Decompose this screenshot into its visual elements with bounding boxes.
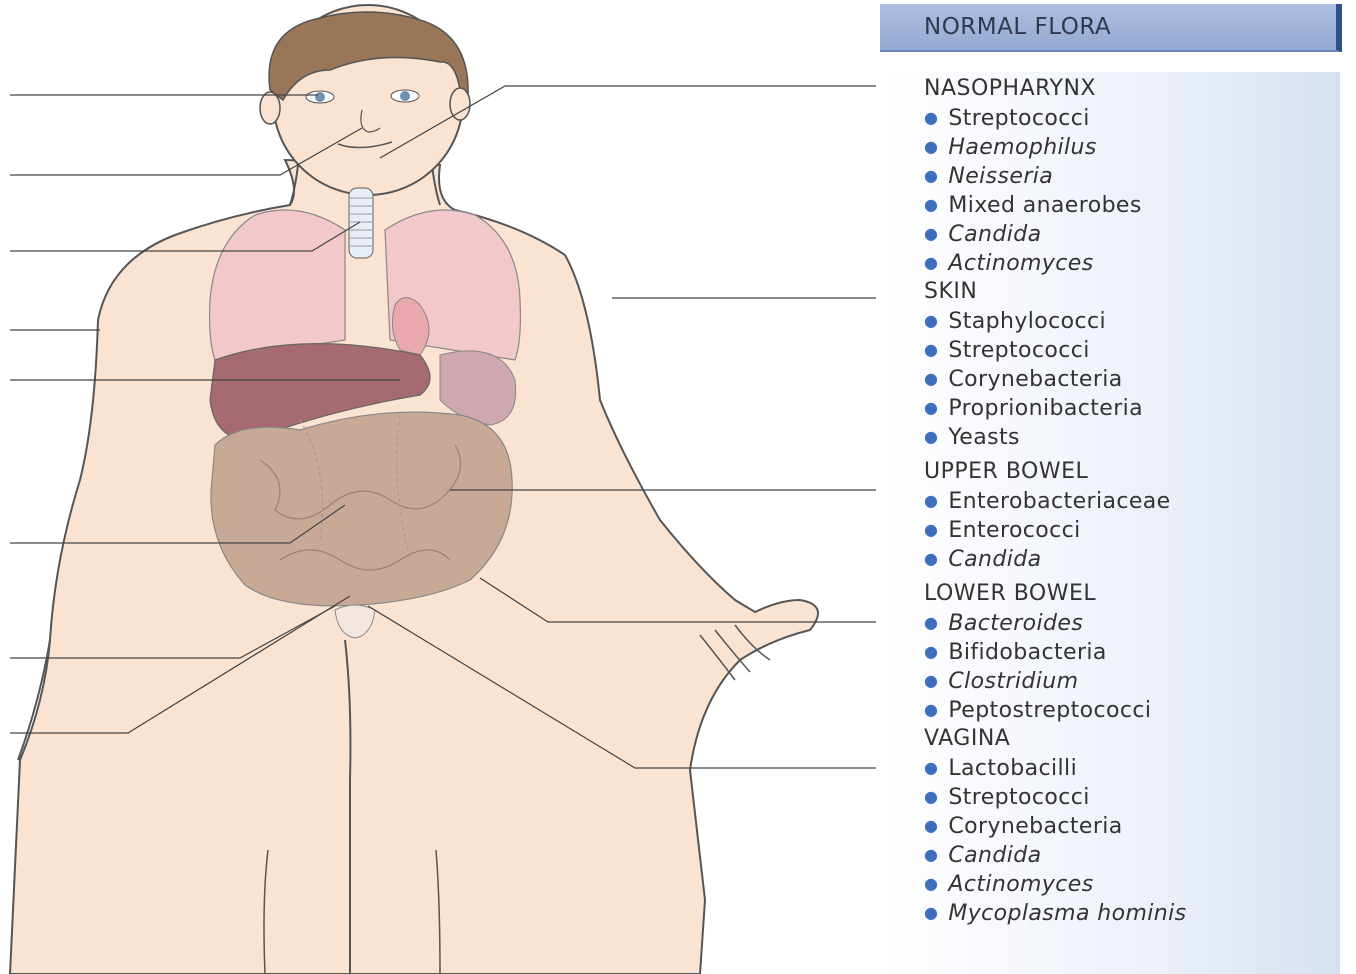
bullet-icon: ● (924, 549, 938, 568)
list-item: ●Actinomyces (924, 869, 1344, 898)
bullet-icon: ● (924, 398, 938, 417)
list-item: ●Enterococci (924, 515, 1344, 544)
list-item: ●Streptococci (924, 103, 1344, 132)
list-item: ●Mixed anaerobes (924, 190, 1344, 219)
flora-list: NASOPHARYNX ●Streptococci ●Haemophilus ●… (924, 74, 1344, 927)
bullet-icon: ● (924, 224, 938, 243)
list-item: ●Corynebacteria (924, 811, 1344, 840)
list-item: ●Streptococci (924, 782, 1344, 811)
bullet-icon: ● (924, 903, 938, 922)
list-item: ●Yeasts (924, 422, 1344, 451)
bullet-icon: ● (924, 253, 938, 272)
bullet-icon: ● (924, 874, 938, 893)
group-title-lower-bowel: LOWER BOWEL (924, 579, 1344, 608)
bullet-icon: ● (924, 700, 938, 719)
bullet-icon: ● (924, 787, 938, 806)
list-item: ●Candida (924, 544, 1344, 573)
bullet-icon: ● (924, 369, 938, 388)
list-item: ●Peptostreptococci (924, 695, 1344, 724)
list-item: ●Candida (924, 219, 1344, 248)
panel-header: NORMAL FLORA (880, 4, 1342, 52)
list-item: ●Bacteroides (924, 608, 1344, 637)
group-title-vagina: VAGINA (924, 724, 1344, 753)
list-item: ●Bifidobacteria (924, 637, 1344, 666)
list-item: ●Haemophilus (924, 132, 1344, 161)
bullet-icon: ● (924, 340, 938, 359)
list-item: ●Streptococci (924, 335, 1344, 364)
bullet-icon: ● (924, 195, 938, 214)
list-item: ●Candida (924, 840, 1344, 869)
panel-title: NORMAL FLORA (924, 14, 1111, 40)
bullet-icon: ● (924, 166, 938, 185)
list-item: ●Enterobacteriaceae (924, 486, 1344, 515)
list-item: ●Corynebacteria (924, 364, 1344, 393)
bullet-icon: ● (924, 671, 938, 690)
list-item: ●Proprionibacteria (924, 393, 1344, 422)
bullet-icon: ● (924, 520, 938, 539)
bullet-icon: ● (924, 491, 938, 510)
group-title-nasopharynx: NASOPHARYNX (924, 74, 1344, 103)
bullet-icon: ● (924, 642, 938, 661)
bullet-icon: ● (924, 613, 938, 632)
group-title-skin: SKIN (924, 277, 1344, 306)
intestines (211, 412, 512, 606)
list-item: ●Staphylococci (924, 306, 1344, 335)
group-title-upper-bowel: UPPER BOWEL (924, 457, 1344, 486)
list-item: ●Mycoplasma hominis (924, 898, 1344, 927)
bullet-icon: ● (924, 816, 938, 835)
bullet-icon: ● (924, 427, 938, 446)
bullet-icon: ● (924, 311, 938, 330)
bullet-icon: ● (924, 845, 938, 864)
bullet-icon: ● (924, 758, 938, 777)
trachea (349, 188, 373, 258)
bullet-icon: ● (924, 108, 938, 127)
list-item: ●Lactobacilli (924, 753, 1344, 782)
list-item: ●Neisseria (924, 161, 1344, 190)
list-item: ●Clostridium (924, 666, 1344, 695)
bullet-icon: ● (924, 137, 938, 156)
list-item: ●Actinomyces (924, 248, 1344, 277)
